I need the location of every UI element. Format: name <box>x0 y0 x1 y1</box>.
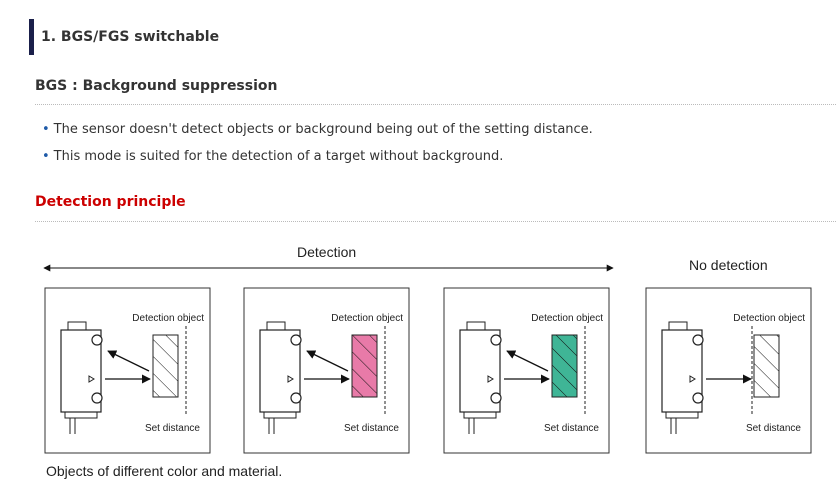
divider <box>35 221 836 222</box>
distance-label: Set distance <box>746 423 801 434</box>
detection-label: Detection <box>297 244 357 260</box>
detection-principle-title: Detection principle <box>35 194 186 210</box>
mode-title: BGS : Background suppression <box>35 78 278 94</box>
section-title: 1. BGS/FGS switchable <box>41 29 220 45</box>
reflect-arrow <box>306 350 349 372</box>
sensor-port <box>91 334 103 346</box>
bullet-item: •This mode is suited for the detection o… <box>42 149 503 164</box>
bullet-dot-icon: • <box>42 149 50 164</box>
sensor-port <box>290 334 302 346</box>
bullet-item: •The sensor doesn't detect objects or ba… <box>42 122 593 137</box>
object-hatch <box>351 334 378 398</box>
object-label: Detection object <box>733 313 805 324</box>
object-hatch <box>152 334 179 398</box>
sensor-base <box>64 412 98 419</box>
object-label: Detection object <box>331 313 403 324</box>
sensor-port <box>290 392 302 404</box>
diagram-caption: Objects of different color and material. <box>46 463 283 479</box>
sensor-port <box>692 334 704 346</box>
sensor-port <box>692 392 704 404</box>
sensor-port <box>490 392 502 404</box>
distance-label: Set distance <box>344 423 399 434</box>
section-header: 1. BGS/FGS switchable <box>29 19 219 55</box>
sensor-port <box>490 334 502 346</box>
reflect-arrow <box>107 350 150 372</box>
distance-label: Set distance <box>544 423 599 434</box>
indicator-icon <box>487 375 494 383</box>
no-detection-label: No detection <box>689 257 768 273</box>
section-bar <box>29 19 34 55</box>
indicator-icon <box>689 375 696 383</box>
sensor-base <box>263 412 297 419</box>
bullet-text: The sensor doesn't detect objects or bac… <box>53 122 593 137</box>
bullet-dot-icon: • <box>42 122 50 137</box>
object-label: Detection object <box>531 313 603 324</box>
reflect-arrow <box>506 350 549 372</box>
indicator-icon <box>287 375 294 383</box>
divider <box>35 104 836 105</box>
object-hatch <box>753 334 780 398</box>
sensor-port <box>91 392 103 404</box>
indicator-icon <box>88 375 95 383</box>
object-hatch <box>551 334 578 398</box>
object-label: Detection object <box>132 313 204 324</box>
sensor-base <box>463 412 497 419</box>
sensor-base <box>665 412 699 419</box>
distance-label: Set distance <box>145 423 200 434</box>
bullet-text: This mode is suited for the detection of… <box>53 149 504 164</box>
